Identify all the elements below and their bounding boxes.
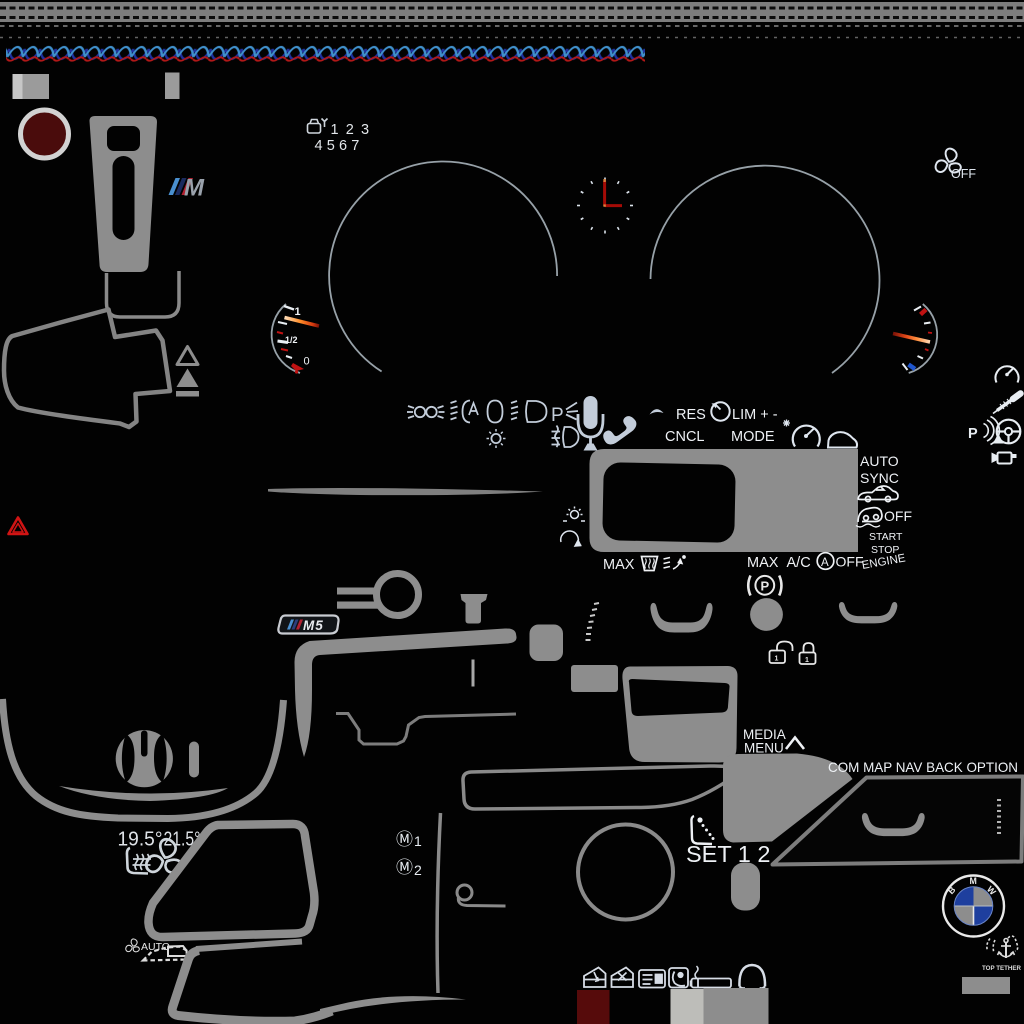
svg-text:P: P	[968, 426, 978, 442]
svg-text:1: 1	[295, 306, 301, 318]
svg-text:2: 2	[414, 862, 422, 878]
svg-text:B: B	[946, 885, 958, 897]
svg-text:SYNC: SYNC	[860, 470, 899, 486]
svg-text:1: 1	[414, 833, 422, 849]
svg-text:MAX: MAX	[603, 557, 635, 573]
svg-text:RES: RES	[676, 407, 706, 423]
svg-text:LIM + -: LIM + -	[732, 407, 778, 423]
svg-text:Ⓜ: Ⓜ	[396, 858, 413, 877]
svg-text:21.5°: 21.5°	[164, 829, 201, 851]
svg-text:OFF: OFF	[836, 554, 864, 570]
svg-text:P: P	[761, 579, 770, 594]
svg-text:123: 123	[331, 122, 377, 138]
svg-text:1/2: 1/2	[285, 335, 298, 345]
svg-text:A: A	[821, 557, 829, 569]
svg-text:1: 1	[805, 657, 809, 664]
svg-text:OFF: OFF	[951, 167, 976, 181]
svg-text:MAX: MAX	[747, 555, 779, 571]
svg-text:MEDIA: MEDIA	[743, 727, 786, 742]
svg-text:4567: 4567	[315, 138, 364, 154]
svg-text:19.5°: 19.5°	[118, 829, 163, 851]
svg-text:A/C: A/C	[787, 555, 811, 571]
svg-text:MENU: MENU	[744, 741, 784, 756]
svg-text:OFF: OFF	[884, 508, 912, 524]
svg-text:0: 0	[304, 356, 310, 368]
svg-text:COM MAP NAV BACK OPTION: COM MAP NAV BACK OPTION	[828, 760, 1018, 775]
svg-text:TOP TETHER: TOP TETHER	[982, 965, 1021, 972]
svg-text:SET 1 2: SET 1 2	[686, 841, 770, 867]
svg-text:M: M	[184, 175, 205, 202]
svg-text:M5: M5	[303, 618, 324, 633]
svg-text:AUTO: AUTO	[141, 941, 170, 953]
svg-text:STOP: STOP	[871, 544, 899, 556]
svg-text:Ⓜ: Ⓜ	[396, 830, 413, 849]
svg-text:P: P	[551, 405, 564, 426]
svg-text:1: 1	[775, 656, 779, 663]
svg-text:AUTO: AUTO	[860, 453, 899, 469]
svg-text:START: START	[869, 531, 903, 543]
svg-text:MODE: MODE	[731, 429, 775, 445]
svg-text:CNCL: CNCL	[665, 429, 704, 445]
svg-text:M: M	[970, 876, 977, 886]
